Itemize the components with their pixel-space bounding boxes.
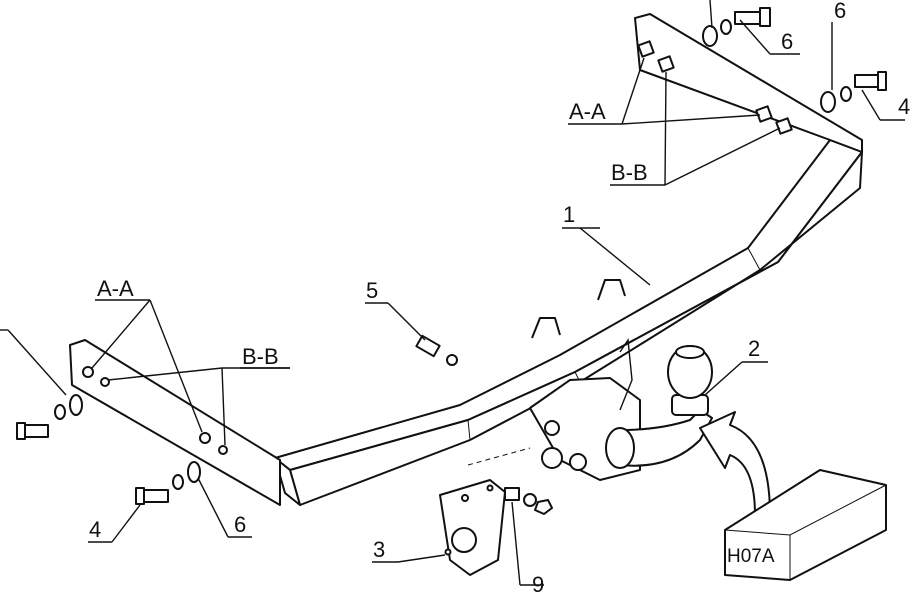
label-section-aa-right: A-A xyxy=(569,99,606,124)
left-bolt-set-lower xyxy=(135,461,201,505)
bolt-9 xyxy=(504,487,553,515)
socket-plate xyxy=(439,447,531,576)
label-part-6-right: 6 xyxy=(781,29,793,54)
leader-lines xyxy=(0,0,905,586)
right-bolt-set-upper xyxy=(702,7,771,47)
right-side-bracket xyxy=(634,13,863,153)
label-part-5: 5 xyxy=(366,278,378,303)
label-section-aa-left: A-A xyxy=(97,276,134,301)
label-model-box: H07A xyxy=(727,546,775,567)
label-part-9: 9 xyxy=(532,572,544,594)
left-bolt-set-upper xyxy=(16,394,83,440)
insertion-arrow xyxy=(699,411,771,516)
model-box xyxy=(724,469,887,581)
bolt-5 xyxy=(415,334,458,366)
label-section-bb-right: B-B xyxy=(611,160,648,185)
label-part-6-left: 6 xyxy=(234,512,246,537)
label-part-4-right: 4 xyxy=(898,94,910,119)
label-part-6-right-top: 6 xyxy=(834,0,846,23)
label-part-4-left: 4 xyxy=(89,517,101,542)
label-part-1: 1 xyxy=(563,202,575,227)
label-part-3: 3 xyxy=(373,537,385,562)
beam-tab xyxy=(597,279,626,301)
tow-ball-mount xyxy=(529,337,713,481)
label-section-bb-left: B-B xyxy=(242,344,279,369)
left-side-bracket xyxy=(69,339,281,506)
label-part-2: 2 xyxy=(748,336,760,361)
right-bolt-set-lower xyxy=(820,71,887,113)
beam-tab xyxy=(531,317,561,339)
